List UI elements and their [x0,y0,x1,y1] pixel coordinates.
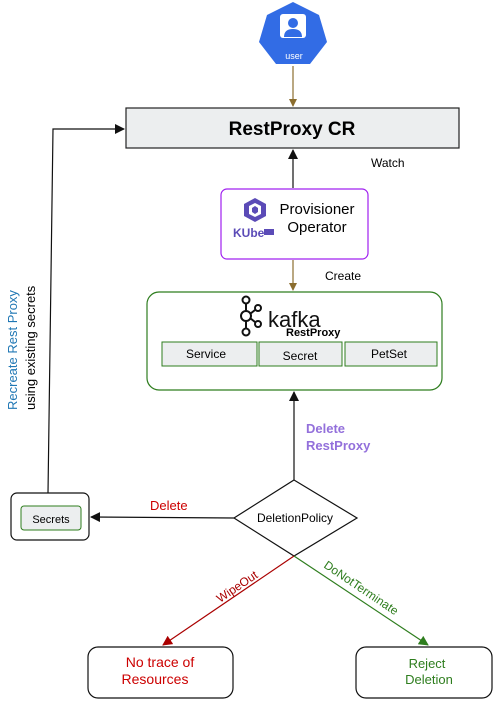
operator-line-1: Provisioner [279,201,354,218]
user-node: user [259,2,327,64]
outcome-reject-line-1: Reject [409,656,446,671]
restproxy-cr-box[interactable] [125,107,460,149]
outcome-wipeout-line-2: Resources [122,671,189,687]
operator-line-2: Operator [287,219,346,236]
delete-restproxy-label-1: Delete [306,421,345,436]
delete-restproxy-label-2: RestProxy [306,438,371,453]
kafka-logo-icon [240,295,262,337]
resource-secret-label: Secret [283,349,318,363]
recreate-text-line-2: using existing secrets [23,285,38,410]
kubedb-logo-text: KUbe [233,226,265,240]
arrow-wipeout [162,555,295,646]
delete-secrets-label: Delete [150,498,188,513]
resource-petset-label: PetSet [371,347,408,361]
outcome-reject-line-2: Deletion [405,672,453,687]
recreate-text-line-1: Recreate Rest Proxy [5,290,20,410]
kafka-subtitle: RestProxy [286,327,341,339]
wipeout-label: WipeOut [214,567,261,605]
resource-petset-box[interactable] [344,341,438,367]
create-label: Create [325,269,361,283]
arrow-delete-secrets [90,512,235,523]
deletion-policy-label: DeletionPolicy [257,511,333,525]
arrow-recreate [47,124,125,494]
secrets-label: Secrets [32,514,70,526]
watch-label: Watch [371,156,405,170]
donotterminate-label: DoNotTerminate [321,558,401,618]
resource-service-box[interactable] [161,341,258,367]
outcome-wipeout-box[interactable] [87,646,234,699]
kubedb-logo-icon [244,198,266,222]
outcome-reject-box[interactable] [355,646,493,699]
user-label: user [285,51,303,61]
outcome-wipeout-line-1: No trace of [126,654,195,670]
restproxy-cr-title: RestProxy CR [229,119,356,140]
secrets-inner-box [20,505,82,531]
resource-service-label: Service [186,347,226,361]
arrow-donotterminate [293,555,429,646]
kafka-logo-text: kafka [268,307,321,332]
resource-secret-box[interactable] [258,341,343,367]
